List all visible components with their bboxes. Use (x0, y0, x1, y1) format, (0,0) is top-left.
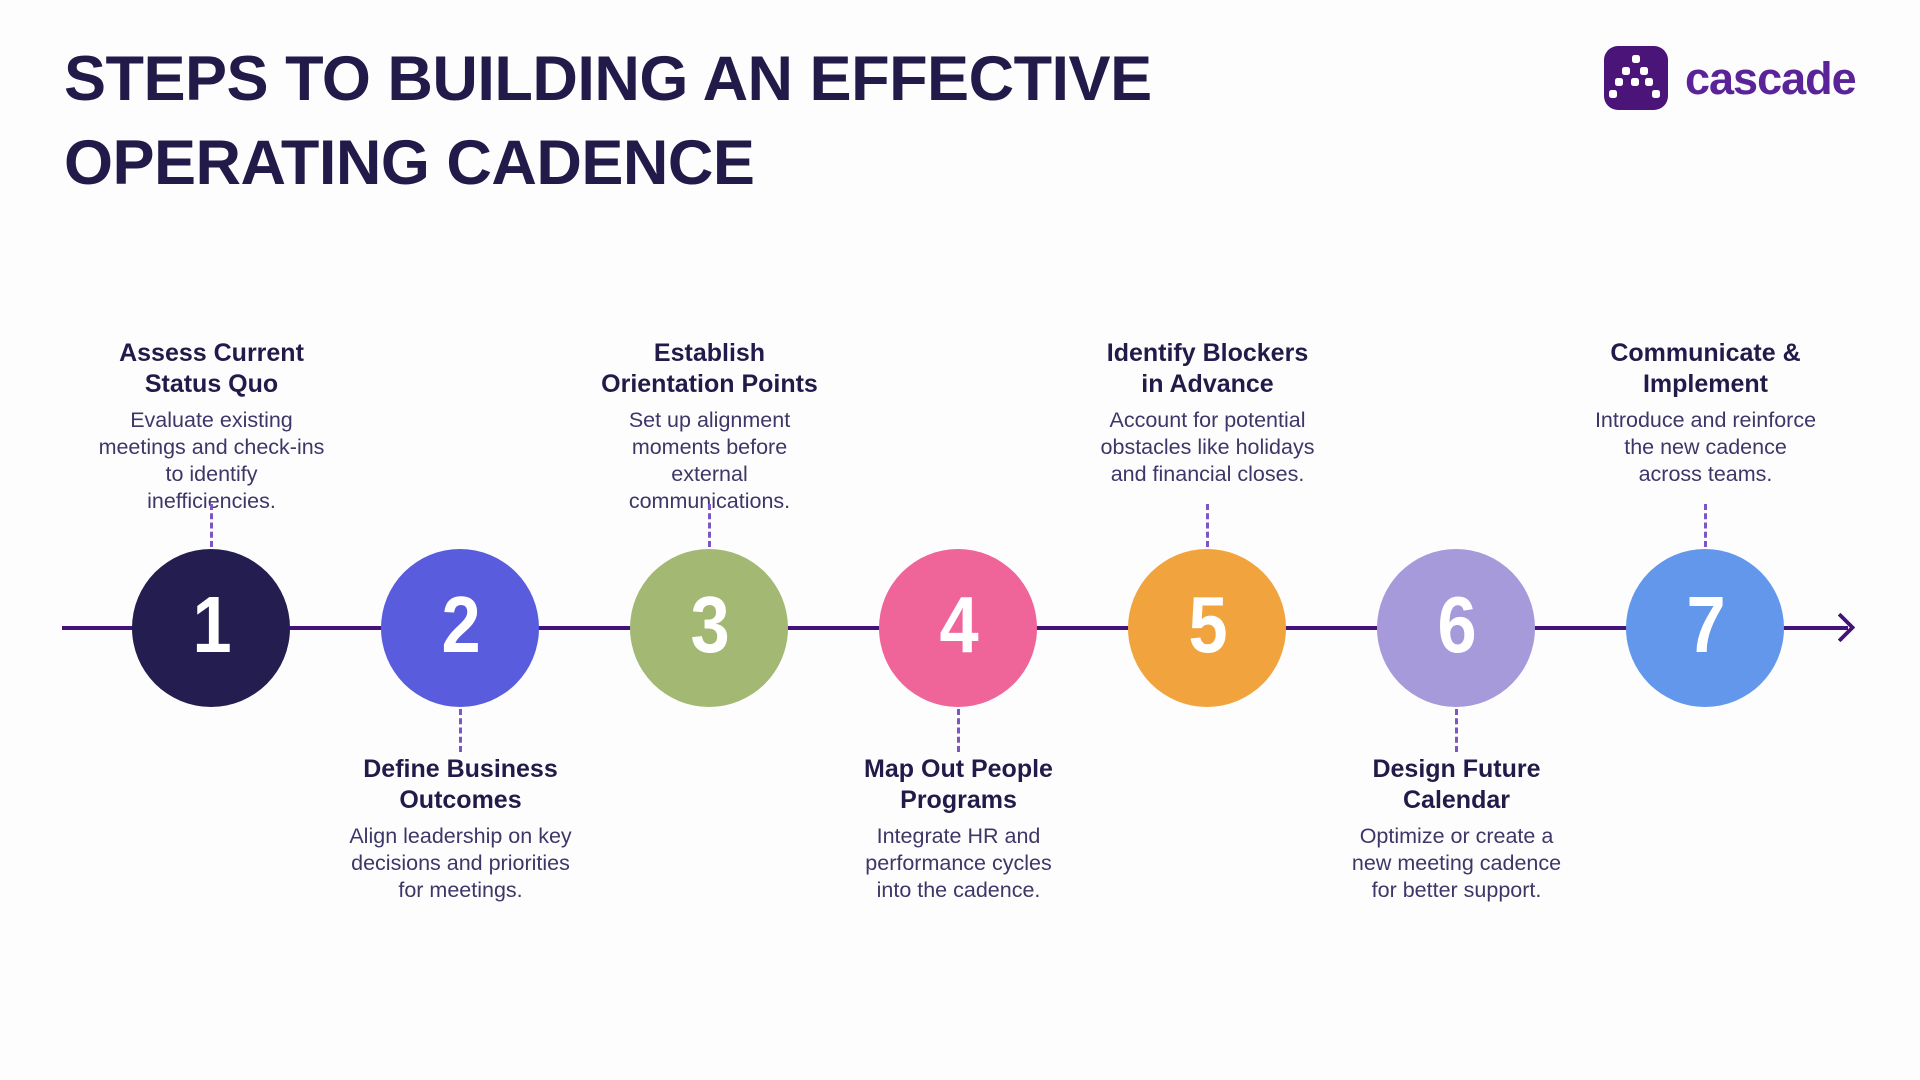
cascade-logo-icon (1604, 46, 1668, 110)
step-column-7: Communicate & Implement Introduce and re… (1581, 0, 1830, 1080)
step-column-6: 6 Design Future Calendar Optimize or cre… (1332, 0, 1581, 1080)
step-description: Evaluate existing meetings and check-ins… (98, 408, 325, 514)
connector-dashed-line (1455, 709, 1458, 752)
step-circle-1: 1 (132, 549, 290, 707)
step-heading: Assess Current Status Quo (119, 339, 304, 398)
step-column-3: Establish Orientation Points Set up alig… (585, 0, 834, 1080)
step-number: 3 (690, 580, 729, 669)
cascade-logo-text: cascade (1685, 52, 1857, 104)
step-text-3: Establish Orientation Points Set up alig… (574, 338, 845, 515)
step-number: 1 (192, 580, 231, 669)
step-heading: Map Out People Programs (864, 755, 1053, 814)
step-description: Integrate HR and performance cycles into… (865, 824, 1052, 903)
step-heading: Define Business Outcomes (363, 755, 558, 814)
step-description: Optimize or create a new meeting cadence… (1351, 824, 1562, 903)
connector-dashed-line (210, 504, 213, 547)
timeline-arrowhead-icon (1825, 612, 1856, 643)
step-circle-6: 6 (1377, 549, 1535, 707)
step-description: Introduce and reinforce the new cadence … (1594, 408, 1817, 487)
step-text-1: Assess Current Status Quo Evaluate exist… (76, 338, 347, 515)
connector-dashed-line (1704, 504, 1707, 547)
step-text-5: Identify Blockers in Advance Account for… (1072, 338, 1343, 488)
step-circle-3: 3 (630, 549, 788, 707)
cascade-logo: cascade (1604, 46, 1857, 110)
step-number: 7 (1686, 580, 1725, 669)
step-number: 5 (1188, 580, 1227, 669)
step-description: Align leadership on key decisions and pr… (349, 824, 572, 903)
connector-dashed-line (1206, 504, 1209, 547)
step-text-2: Define Business Outcomes Align leadershi… (325, 754, 596, 904)
step-number: 6 (1437, 580, 1476, 669)
step-description: Set up alignment moments before external… (628, 408, 791, 514)
connector-dashed-line (957, 709, 960, 752)
step-heading: Design Future Calendar (1372, 755, 1541, 814)
step-text-4: Map Out People Programs Integrate HR and… (823, 754, 1094, 904)
step-heading: Communicate & Implement (1610, 339, 1801, 398)
connector-dashed-line (459, 709, 462, 752)
step-circle-4: 4 (879, 549, 1037, 707)
step-heading: Identify Blockers in Advance (1106, 339, 1309, 398)
connector-dashed-line (708, 504, 711, 547)
step-text-7: Communicate & Implement Introduce and re… (1570, 338, 1841, 488)
step-column-1: Assess Current Status Quo Evaluate exist… (87, 0, 336, 1080)
steps-row: Assess Current Status Quo Evaluate exist… (87, 0, 1830, 1080)
step-circle-7: 7 (1626, 549, 1784, 707)
step-heading: Establish Orientation Points (601, 339, 818, 398)
step-text-6: Design Future Calendar Optimize or creat… (1321, 754, 1592, 904)
step-circle-5: 5 (1128, 549, 1286, 707)
step-column-4: 4 Map Out People Programs Integrate HR a… (834, 0, 1083, 1080)
step-number: 4 (939, 580, 978, 669)
step-circle-2: 2 (381, 549, 539, 707)
step-column-2: 2 Define Business Outcomes Align leaders… (336, 0, 585, 1080)
step-number: 2 (441, 580, 480, 669)
step-description: Account for potential obstacles like hol… (1100, 408, 1315, 487)
page-title: STEPS TO BUILDING AN EFFECTIVE OPERATING… (64, 44, 1152, 198)
step-column-5: Identify Blockers in Advance Account for… (1083, 0, 1332, 1080)
